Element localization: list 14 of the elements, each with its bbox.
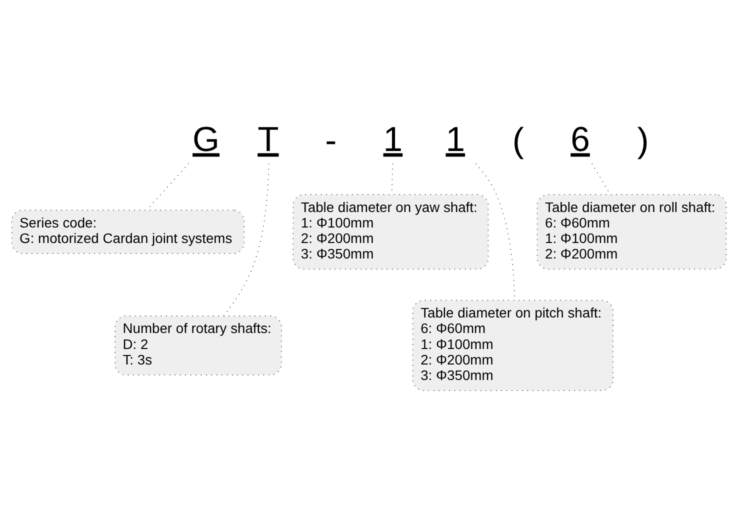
- node-box: Table diameter on pitch shaft: 6: Φ60mm 1: Φ100mm 2: Φ200mm 3: Φ350mm: [412, 300, 614, 391]
- node-box: Table diameter on roll shaft: 6: Φ60mm 1: Φ100mm 2: Φ200mm: [536, 194, 727, 270]
- node-box: Series code: G: motorized Cardan joint systems: [11, 210, 245, 254]
- connector: [223, 163, 270, 316]
- node-box: Table diameter on yaw shaft: 1: Φ100mm 2: Φ200mm 3: Φ350mm: [292, 194, 489, 270]
- node-text: 1: [383, 121, 403, 160]
- node-box: Number of rotary shafts: D: 2 T: 3s: [114, 316, 282, 376]
- label: -: [325, 122, 337, 160]
- label: (: [512, 122, 524, 160]
- node-text: G: [192, 121, 220, 160]
- node-text: T: [258, 121, 279, 160]
- node-text: 6: [570, 121, 590, 160]
- label: ): [637, 122, 649, 160]
- node-text: 1: [446, 121, 466, 160]
